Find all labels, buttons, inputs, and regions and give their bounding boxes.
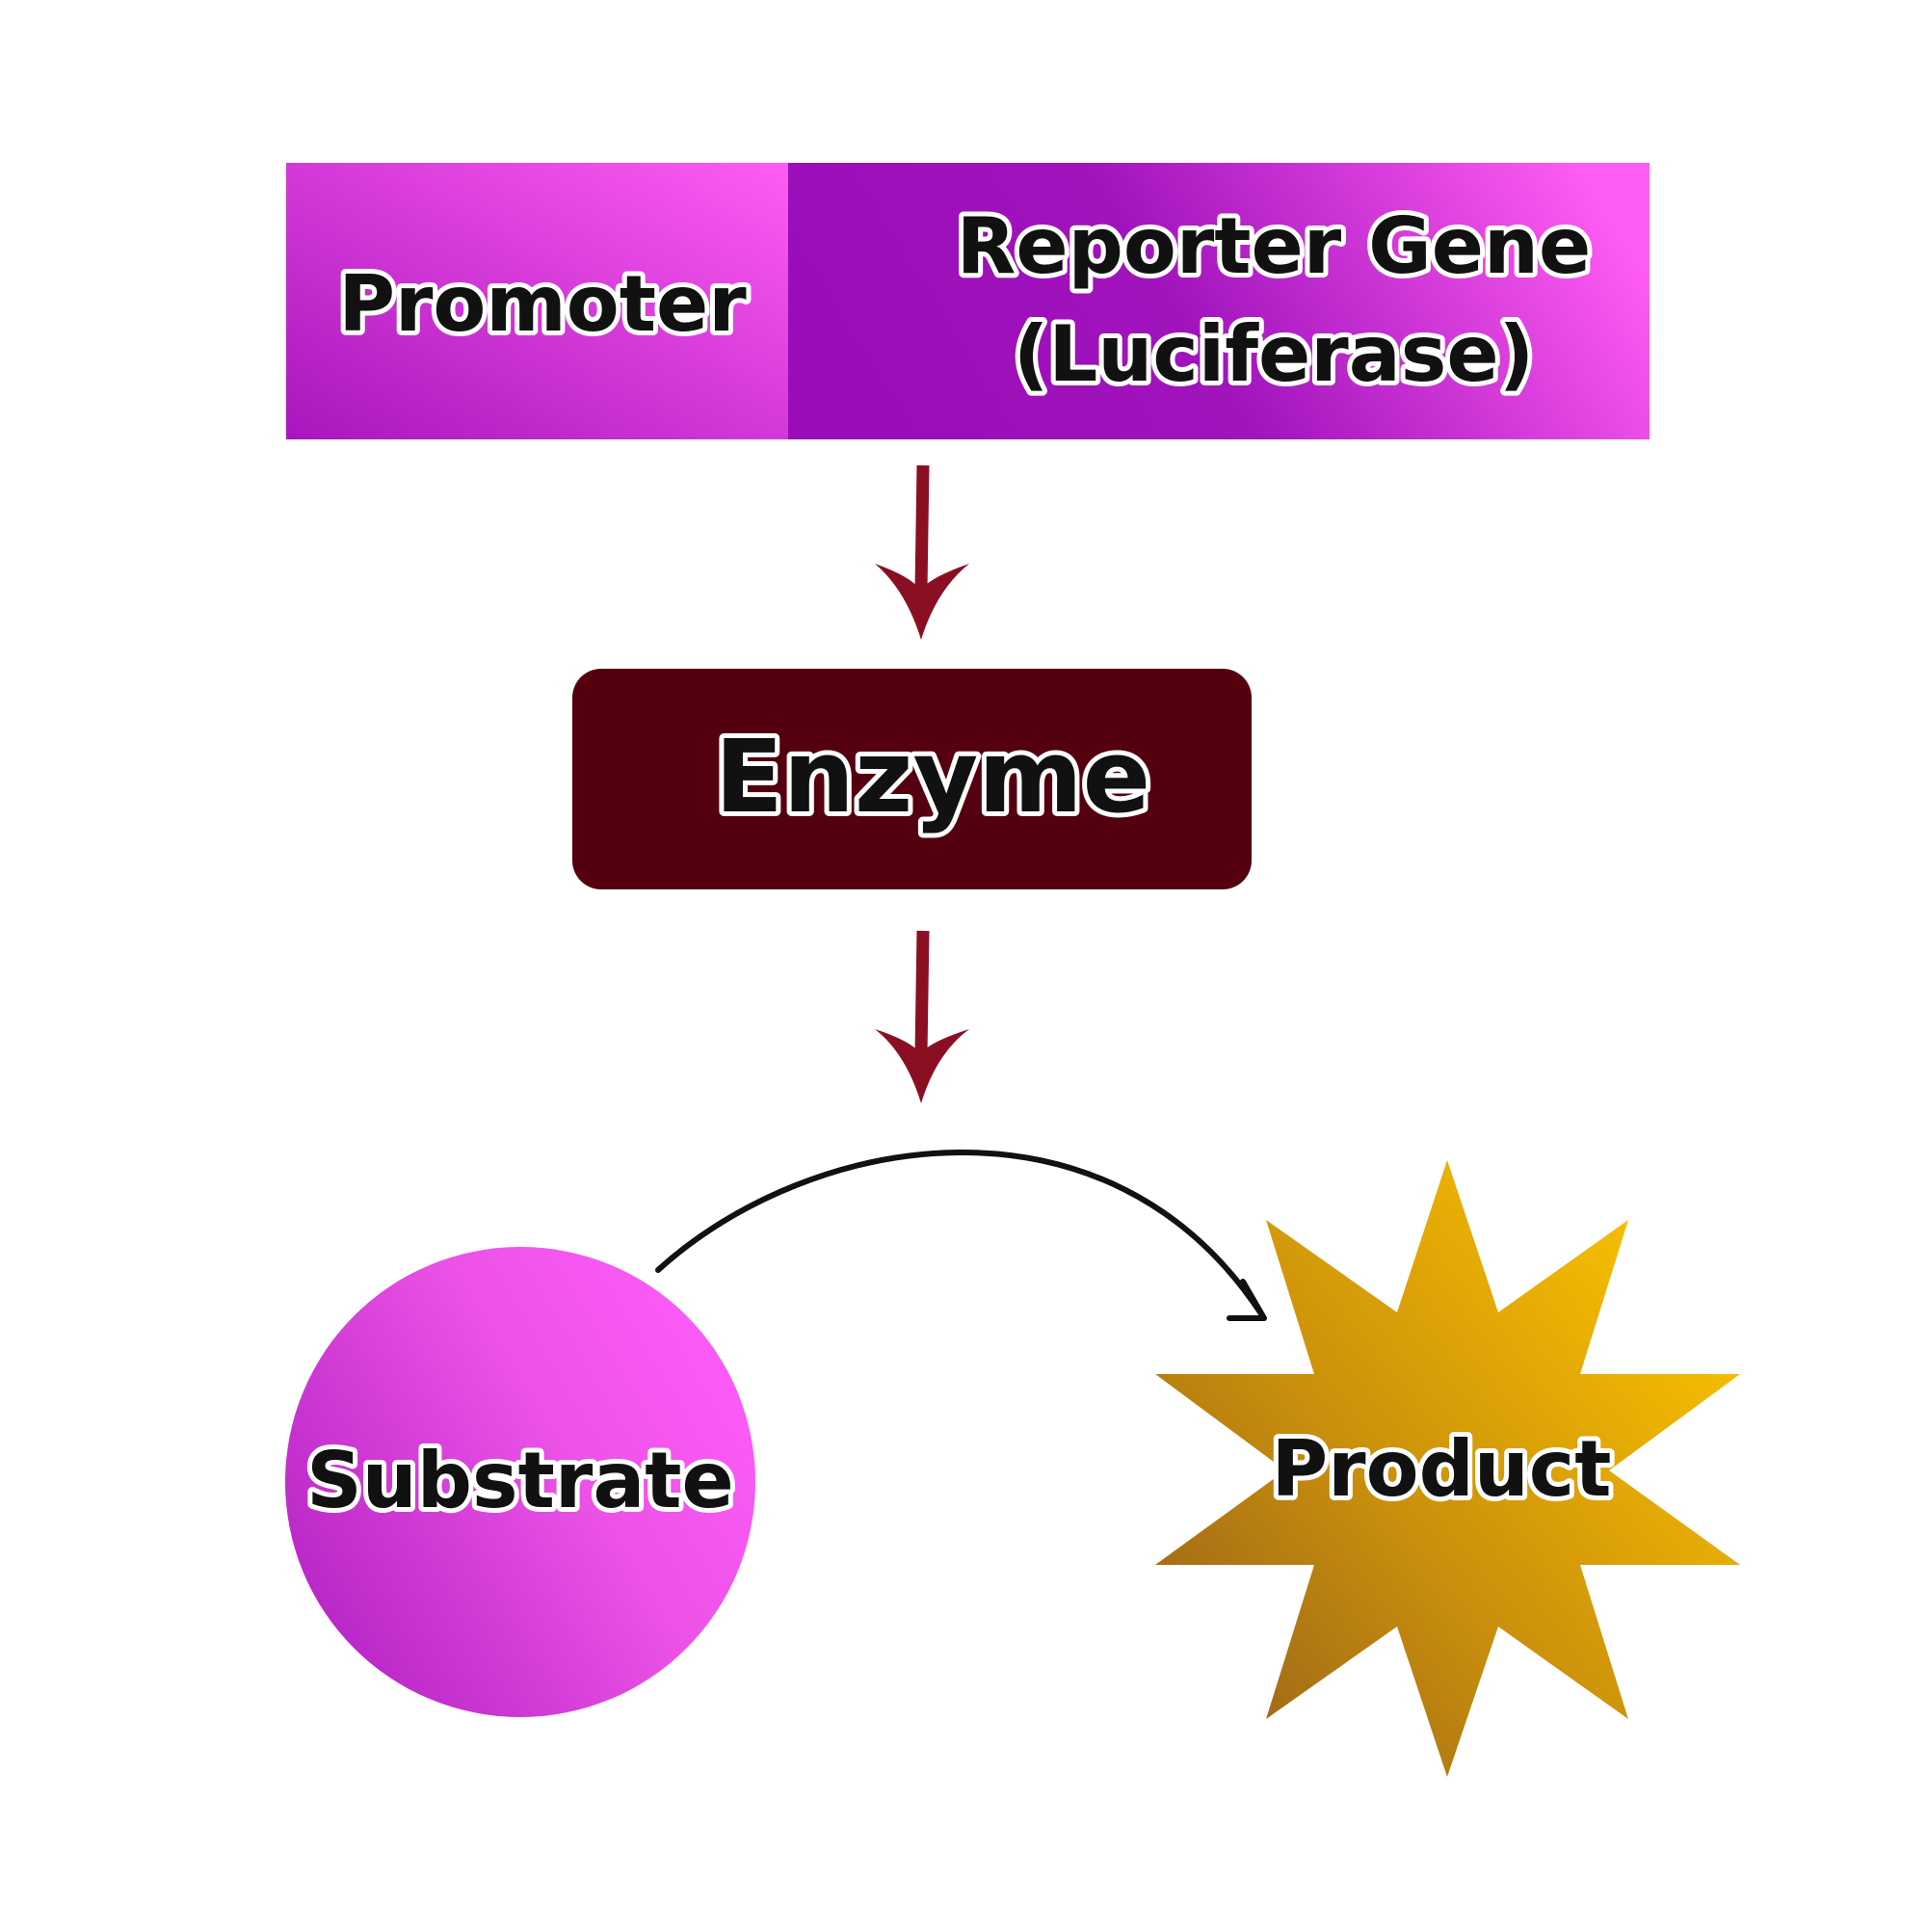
reaction-curve <box>655 1150 1265 1318</box>
product-label: Product <box>1272 1424 1612 1514</box>
reaction-arrow <box>655 1150 1267 1321</box>
reporter-gene-box <box>788 163 1650 439</box>
enzyme-node: Enzyme <box>572 669 1252 889</box>
gene-construct: Promoter Reporter Gene (Luciferase) <box>286 163 1650 439</box>
arrowhead-icon <box>875 1029 969 1103</box>
arrow-enzyme-to-reaction <box>875 930 969 1103</box>
substrate-circle <box>285 1247 755 1717</box>
arrowhead-icon <box>875 564 969 640</box>
promoter-box <box>286 163 788 439</box>
product-node: Product <box>1155 1160 1740 1777</box>
arrow-shaft <box>914 464 930 591</box>
reporter-gene-label-line1: Reporter Gene <box>957 201 1591 291</box>
enzyme-label: Enzyme <box>715 718 1150 835</box>
product-star <box>1155 1160 1740 1777</box>
reporter-gene-label-line2: (Luciferase) <box>1014 309 1534 399</box>
reaction-arrowhead-icon <box>1227 1279 1267 1321</box>
substrate-label: Substrate <box>306 1436 734 1525</box>
arrow-gene-to-enzyme <box>875 464 969 640</box>
promoter-label: Promoter <box>338 259 747 349</box>
arrow-shaft <box>914 930 930 1054</box>
enzyme-box <box>572 669 1252 889</box>
substrate-node: Substrate <box>285 1247 755 1717</box>
